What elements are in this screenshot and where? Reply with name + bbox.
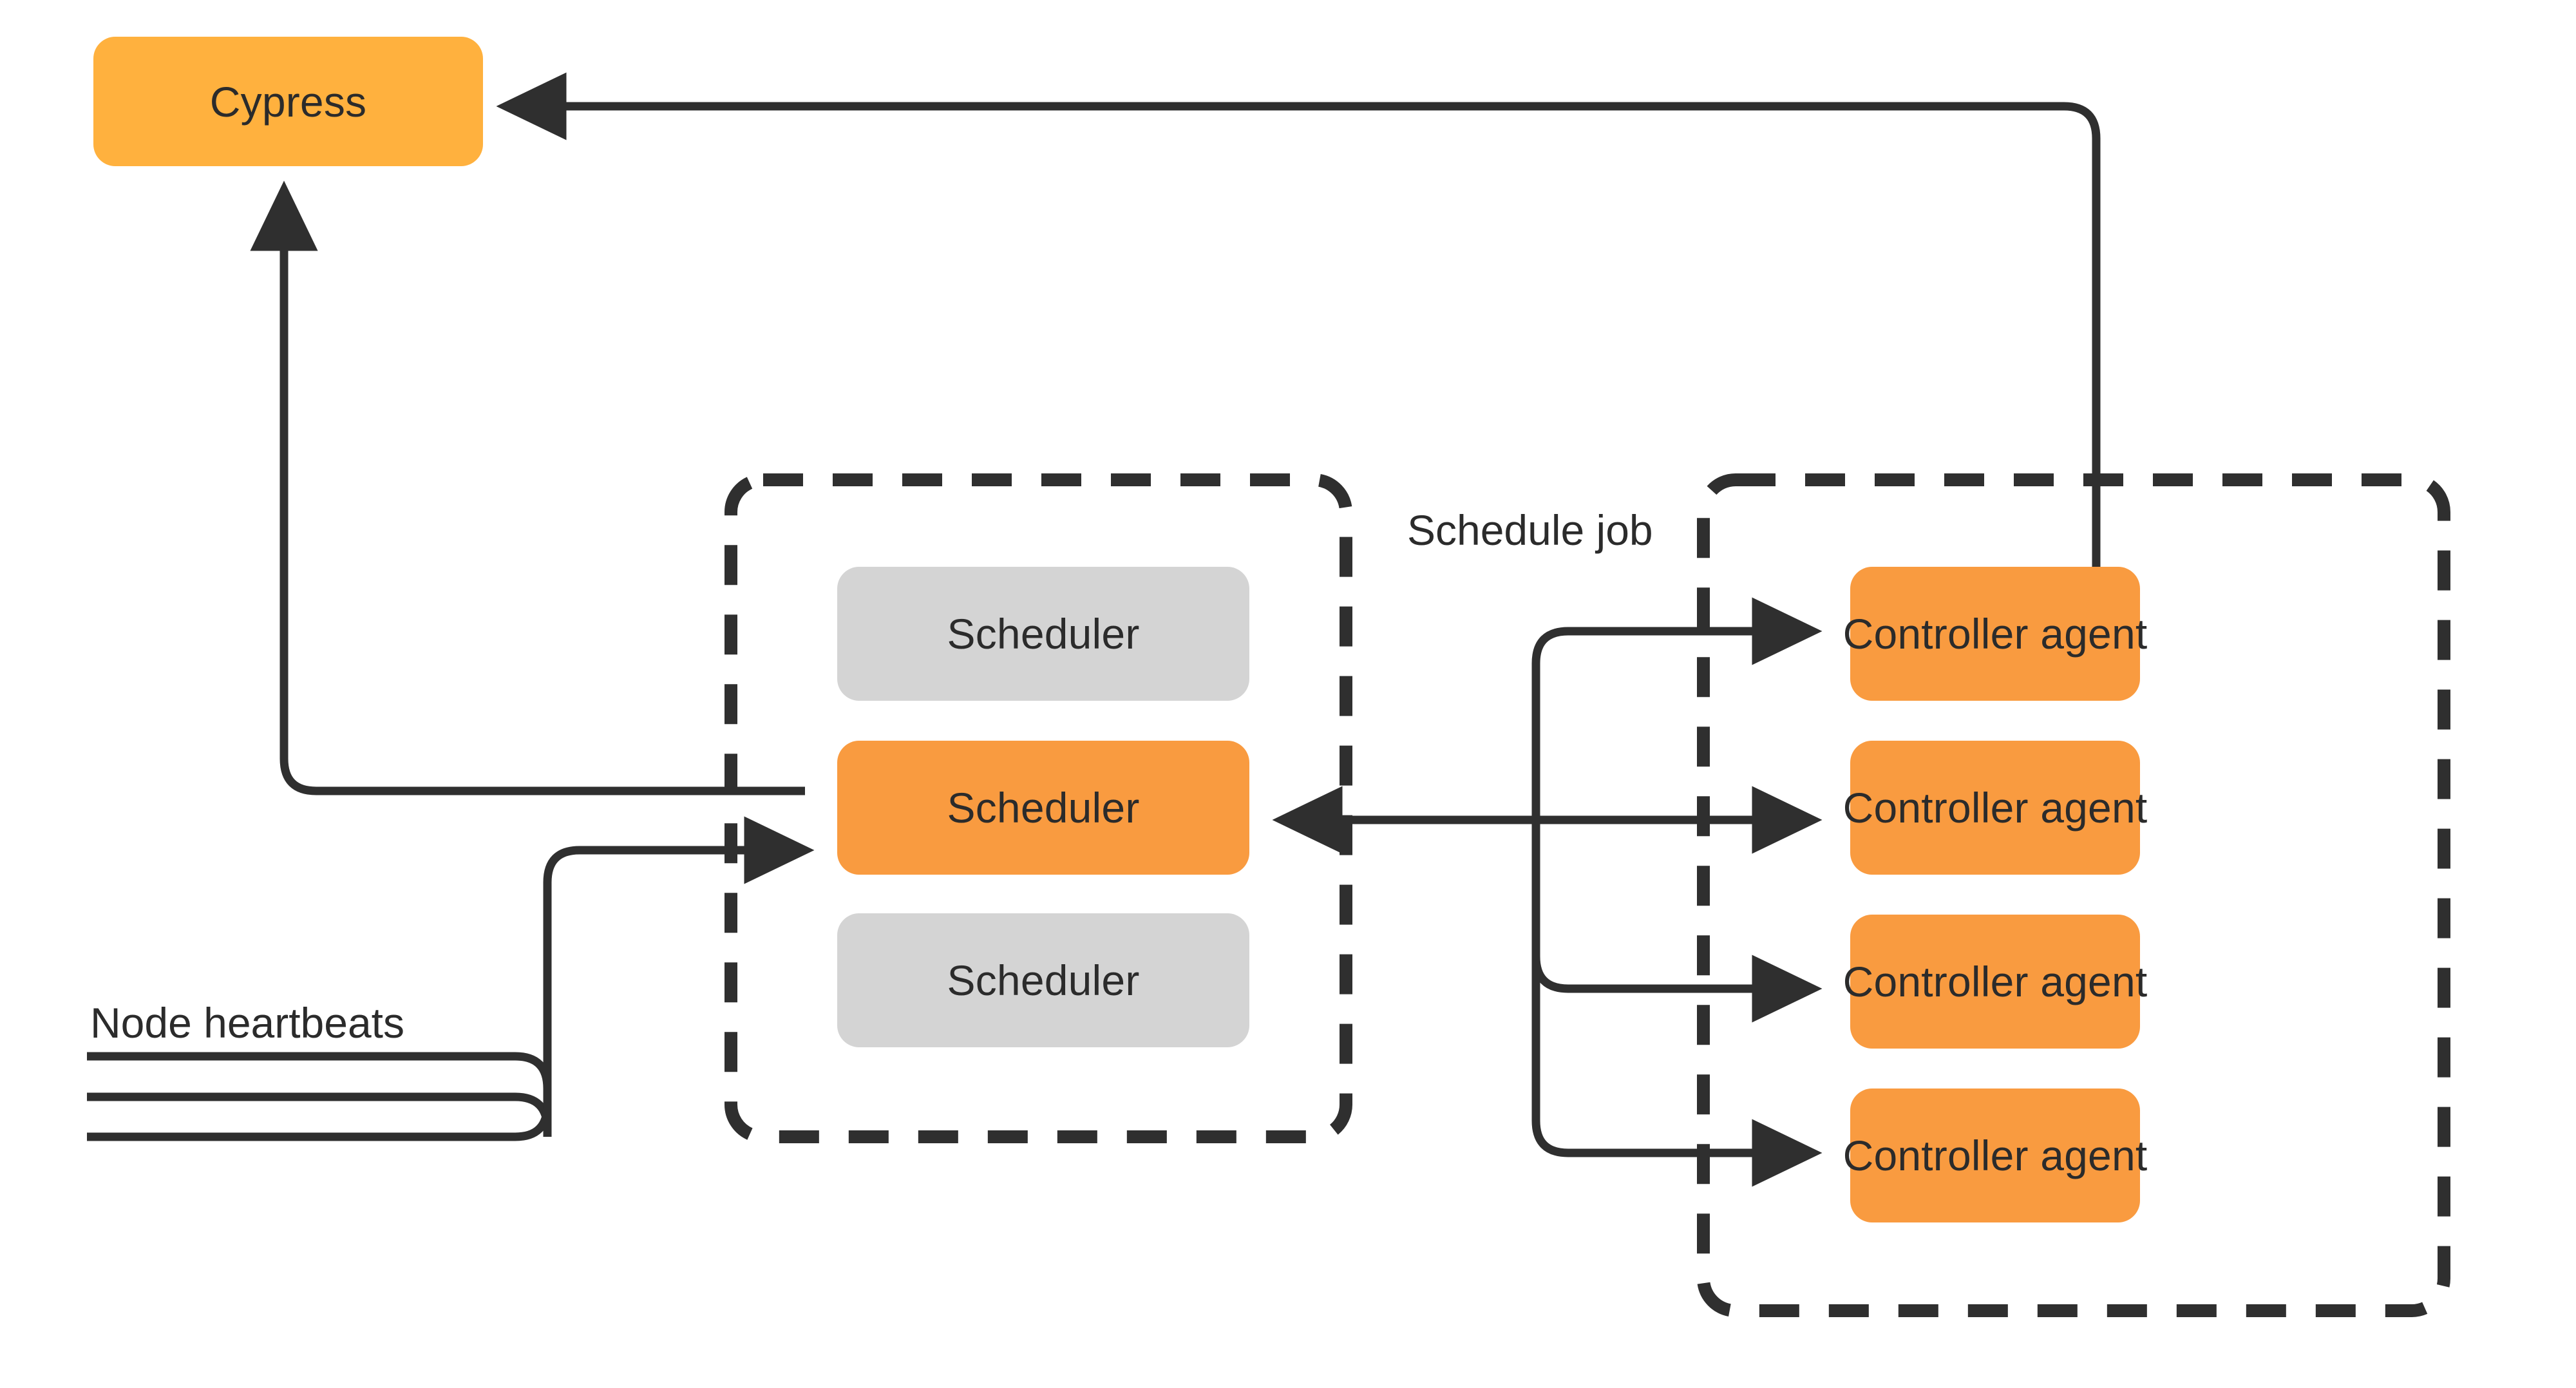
label-schedule-job: Schedule job (1407, 506, 1653, 554)
node-cypress-label: Cypress (209, 77, 367, 126)
node-cypress[interactable]: Cypress (93, 37, 483, 166)
node-controller-agent-4-label: Controller agent (1842, 1132, 2148, 1179)
node-scheduler-1-label: Scheduler (947, 610, 1140, 658)
node-controller-agent-2[interactable]: Controller agent (1843, 741, 2147, 875)
edge-agents-to-cypress (496, 72, 2101, 567)
node-controller-agent-4[interactable]: Controller agent (1843, 1089, 2147, 1222)
node-scheduler-2-label: Scheduler (947, 784, 1140, 832)
edge-heartbeats-line-3 (87, 1104, 552, 1141)
edge-schedulejob-trunk-up (1531, 597, 1823, 820)
node-controller-agent-1[interactable]: Controller agent (1843, 567, 2147, 701)
node-controller-agent-3[interactable]: Controller agent (1843, 915, 2147, 1049)
node-controller-agent-2-label: Controller agent (1842, 784, 2148, 832)
label-node-heartbeats: Node heartbeats (90, 999, 405, 1047)
edge-schedulejob-branch-3 (1531, 820, 1823, 1023)
edge-scheduler-to-cypress (250, 180, 805, 795)
edge-schedulejob-branch-4 (1531, 820, 1823, 1187)
edge-heartbeats-line-2 (87, 1092, 552, 1134)
edge-heartbeats-trunk (543, 816, 815, 1137)
node-scheduler-2[interactable]: Scheduler (837, 741, 1249, 875)
node-scheduler-3[interactable]: Scheduler (837, 913, 1249, 1047)
node-controller-agent-1-label: Controller agent (1842, 610, 2148, 658)
node-scheduler-1[interactable]: Scheduler (837, 567, 1249, 701)
node-controller-agent-3-label: Controller agent (1842, 958, 2148, 1005)
agent-group-boundary (1697, 473, 2450, 1317)
node-scheduler-3-label: Scheduler (947, 956, 1140, 1004)
